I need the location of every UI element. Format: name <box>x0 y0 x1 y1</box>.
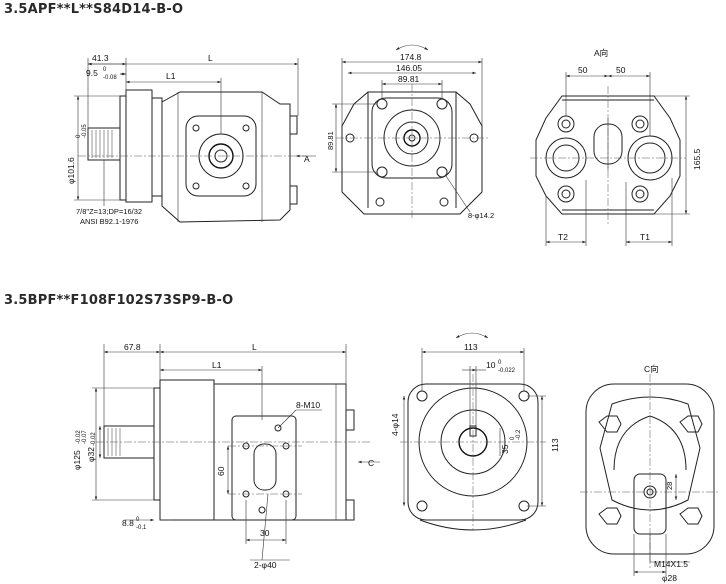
model-b-front-view: 113 10 0 -0.022 35 0 -0.2 4-φ14 113 <box>390 332 560 531</box>
dim-113-h: 113 <box>464 342 478 352</box>
spline-spec-2: ANSI B92.1-1976 <box>80 217 138 226</box>
dim-8-m10: 8-M10 <box>296 400 320 410</box>
dim-28-v: 28 <box>665 482 674 490</box>
dim-35: 35 <box>500 444 510 454</box>
dim-l1: L1 <box>166 71 176 81</box>
dim-phi-32: φ32 <box>86 447 96 462</box>
view-a-label: A向 <box>594 48 608 58</box>
model-b-view-c: C向 28 M14X1.5 φ28 <box>580 364 720 583</box>
dim-phi-125-tol: -0.02 <box>76 430 82 444</box>
dim-l: L <box>208 53 213 63</box>
dim-89-81-v: 89.81 <box>326 131 335 150</box>
dim-8-8-tol: 0 <box>136 517 140 523</box>
dim-89-81-h: 89.81 <box>398 74 420 84</box>
dim-41-3: 41.3 <box>92 53 109 63</box>
dim-phi-28: φ28 <box>662 573 677 583</box>
dim-8-8-tol2: -0.1 <box>136 525 147 531</box>
dim-9-5-tol: 0 <box>103 67 107 73</box>
dim-9-5-tol2: -0.08 <box>103 75 117 81</box>
dim-35-tol: 0 <box>510 436 516 440</box>
thread-m14x1-5: M14X1.5 <box>654 559 688 569</box>
dim-phi-tol: 0 <box>76 134 82 138</box>
model-a-title: 3.5APF**L**S84D14-B-O <box>4 2 184 17</box>
dim-165-5: 165.5 <box>692 148 702 170</box>
model-b-side-view: 67.8 L L1 8-M10 φ125 -0.02 -0.07 φ32 -0.… <box>72 342 380 570</box>
model-a-view-a: A向 50 50 165.5 T2 T1 <box>530 48 702 246</box>
model-a-side-view: 41.3 L 9.5 0 -0.08 L1 φ101.6 0 -0.05 7/8… <box>66 53 316 226</box>
dim-9-5: 9.5 <box>86 68 98 78</box>
dim-phi-125-tol2: -0.07 <box>82 430 88 444</box>
dim-30: 30 <box>260 528 270 538</box>
dim-2-phi-40: 2-φ40 <box>254 560 277 570</box>
dim-8-8: 8.8 <box>122 518 134 528</box>
dim-146-05: 146.05 <box>396 63 422 73</box>
dim-phi-101-6: φ101.6 <box>66 157 76 184</box>
dim-67-8: 67.8 <box>124 342 141 352</box>
dim-phi-125: φ125 <box>72 450 82 470</box>
view-arrow-c: C <box>368 458 374 468</box>
dim-10: 10 <box>486 360 496 370</box>
port-t2: T2 <box>558 232 568 242</box>
dim-phi-32-tol: -0.02 <box>91 432 97 446</box>
dim-174-8: 174.8 <box>400 52 422 62</box>
dim-50-left: 50 <box>578 65 588 75</box>
dim-10-tol2: -0.022 <box>498 368 516 374</box>
dim-10-tol: 0 <box>498 360 502 366</box>
dim-35-tol2: -0.2 <box>516 429 522 440</box>
port-t1: T1 <box>640 232 650 242</box>
model-b-title: 3.5BPF**F108F102S73SP9-B-O <box>4 293 234 308</box>
dim-phi-tol2: -0.05 <box>82 124 88 138</box>
dim-113-v: 113 <box>550 438 560 452</box>
view-arrow-a: A <box>304 154 310 164</box>
dim-60: 60 <box>216 466 226 476</box>
view-c-label: C向 <box>644 364 659 374</box>
holes-8-phi-14-2: 8-φ14.2 <box>468 211 494 220</box>
dim-50-right: 50 <box>616 65 626 75</box>
dim-l-b: L <box>252 342 257 352</box>
model-a-front-view: 174.8 146.05 89.81 89.81 8-φ14.2 <box>326 44 494 220</box>
holes-4-phi-14: 4-φ14 <box>390 413 400 436</box>
dim-l1-b: L1 <box>212 360 222 370</box>
spline-spec-1: 7/8"Z=13;DP=16/32 <box>76 207 142 216</box>
